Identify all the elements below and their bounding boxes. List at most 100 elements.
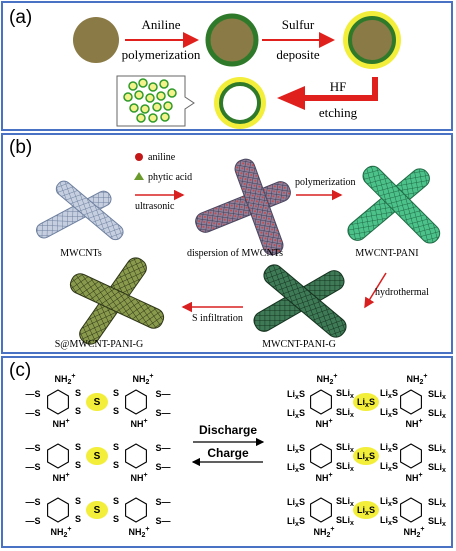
panel-a-label: (a) [9,7,33,28]
sulfur-blob [86,447,108,465]
lithium-sulfide-blob [353,447,379,465]
arrow-hydrothermal [364,272,387,309]
nh-plus-label: NH+ [315,472,332,483]
lixs-center-label: LixS [357,397,375,409]
arrow-hf-head [277,86,305,110]
benzene-ring [310,443,332,469]
sulfur-coated-sphere-inner [348,16,396,64]
s-mwcnt-pani-g-tubes [69,257,165,345]
sulfur-label: S [94,397,101,408]
panel-b-diagram: MWCNTs aniline phytic acid ultrasonic di… [36,152,441,350]
terminal-s-left-bottom: —S [25,408,40,418]
text-polymerization: polymerization [122,47,201,62]
product-polymer-structure: LixSLixSLixSSLixSLixLixSLixSSLixSLixNH2+… [287,373,446,539]
arrow-hf-etching [303,77,378,101]
label-ultrasonic: ultrasonic [135,201,175,212]
text-aniline: Aniline [142,17,181,32]
sli-right-bottom-label: SLix [428,462,446,474]
panel-b-label: (b) [9,137,33,158]
caption-s-mwcnt-pani-g: S@MWCNT-PANI-G [55,339,143,350]
nh-plus-label: NH+ [130,472,147,483]
olive-core-sphere [73,17,119,63]
bridge-s-bottom-right: S [113,460,119,470]
sli-right-bottom-label: SLix [428,408,446,420]
terminal-s-right-top: S— [155,497,170,507]
nh-plus-label: NH+ [52,418,69,429]
nh-plus-label: NH+ [315,418,332,429]
benzene-ring [125,389,147,415]
nh2-plus-label: NH2+ [404,526,425,539]
pani-coated-sphere [205,13,259,67]
hollow-shell-sphere-inner [219,82,261,124]
lixs-left-bottom-label: LixS [287,408,305,420]
nh-plus-label: NH+ [52,472,69,483]
legend-phytic-text: phytic acid [148,172,192,183]
terminal-s-left-top: —S [25,443,40,453]
benzene-ring [47,443,69,469]
bridge-s-top-right: S [113,442,119,452]
panel-a-diagram: Aniline polymerization Sulfur deposite H… [73,11,401,129]
bridge-s-top-right: S [113,496,119,506]
text-hf: HF [330,79,347,94]
terminal-s-right-bottom: S— [155,408,170,418]
bridge-s-bottom-left: S [75,460,81,470]
lixs-bridge-top-label: LixS [380,388,398,400]
panel-a: (a) Aniline polymerization Sulfur deposi… [1,1,453,131]
lithium-sulfide-blob [353,501,379,519]
small-hollow-spheres [123,78,177,123]
bridge-s-top-left: S [75,496,81,506]
lixs-bridge-bottom-label: LixS [380,461,398,473]
panel-c-label: (c) [9,360,32,381]
terminal-s-left-top: —S [25,497,40,507]
lixs-left-bottom-label: LixS [287,516,305,528]
nh2-plus-label: NH2+ [129,526,150,539]
nh2-plus-label: NH2+ [51,526,72,539]
aniline-legend-dot [135,153,143,161]
lixs-bridge-top-label: LixS [380,496,398,508]
lithium-sulfide-blob [353,393,379,411]
mwcnt-pani-g-tubes [253,264,347,338]
sulfur-label: S [94,505,101,516]
bridge-s-bottom-right: S [113,514,119,524]
panel-b: (b) MWCNTs anili [1,133,453,354]
benzene-ring [400,443,422,469]
bridge-s-top-left: S [75,442,81,452]
lixs-center-label: LixS [357,451,375,463]
sli-bridge-top-label: SLix [336,442,354,454]
nh2-plus-label: NH2+ [55,373,76,386]
phytic-acid-legend-icon [134,172,144,180]
sulfur-label: S [94,451,101,462]
terminal-s-left-top: —S [25,389,40,399]
nh-plus-label: NH+ [405,472,422,483]
benzene-ring [310,497,332,523]
sulfur-blob [86,393,108,411]
mwcnt-pani-tubes [347,165,441,244]
benzene-ring [310,389,332,415]
sli-bridge-bottom-label: SLix [336,515,354,527]
benzene-ring [47,497,69,523]
lixs-left-top-label: LixS [287,497,305,509]
nh-plus-label: NH+ [130,418,147,429]
benzene-ring [125,443,147,469]
mwcnts-tubes [36,180,124,241]
terminal-s-right-top: S— [155,389,170,399]
sulfur-blob [86,501,108,519]
lixs-left-top-label: LixS [287,443,305,455]
nh2-plus-label: NH2+ [314,526,335,539]
caption-dispersion: dispersion of MWCNTs [187,248,283,259]
lixs-left-top-label: LixS [287,389,305,401]
panel-c-diagram: SSSSS—S—SS—S—NH2+NH2+NH+NH+SSSSS—S—SS—S—… [25,373,446,539]
terminal-s-left-bottom: —S [25,462,40,472]
nh2-plus-label: NH2+ [407,373,428,386]
nh2-plus-label: NH2+ [133,373,154,386]
nh2-plus-label: NH2+ [317,373,338,386]
label-discharge: Discharge [199,423,257,437]
legend-aniline-text: aniline [148,152,176,163]
label-hydrothermal: hydrothermal [375,287,429,298]
benzene-ring [47,389,69,415]
text-etching: etching [319,105,358,120]
bridge-s-top-left: S [75,388,81,398]
sli-right-top-label: SLix [428,389,446,401]
text-deposite: deposite [276,47,320,62]
lixs-bridge-bottom-label: LixS [380,515,398,527]
